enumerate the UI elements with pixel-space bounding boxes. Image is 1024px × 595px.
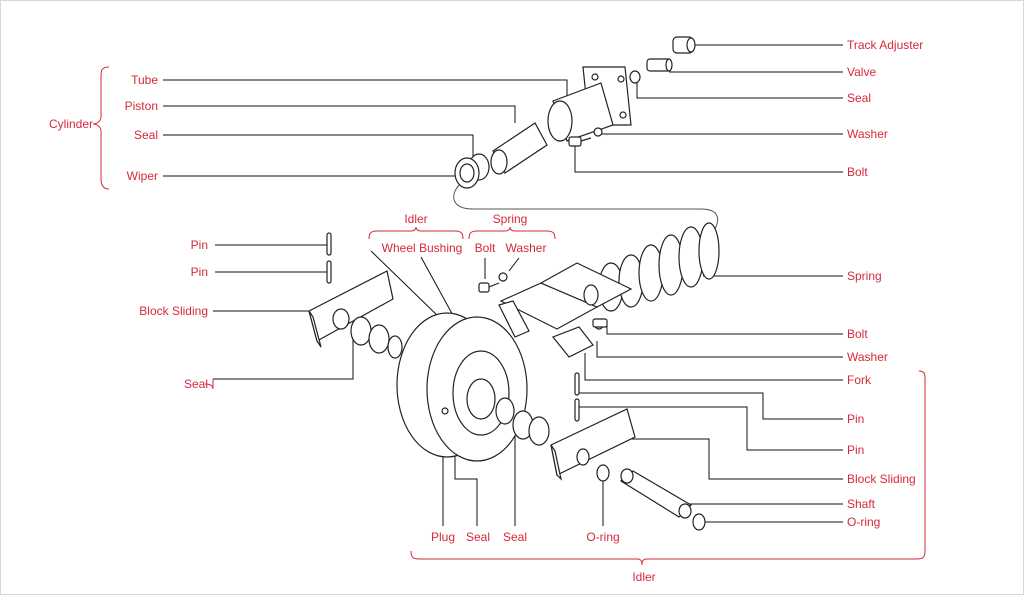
label-idler-bottom: Idler <box>632 570 655 584</box>
leader-bolt-right <box>606 325 843 335</box>
block-sliding-left-part <box>308 270 394 348</box>
leader-washer-mid <box>508 257 520 272</box>
leader-seal-cyl <box>163 134 474 157</box>
spring-part <box>598 222 720 312</box>
idler-wheel-part <box>396 312 528 462</box>
oring-right-part <box>692 513 706 531</box>
leader-pin-r1 <box>579 392 843 420</box>
piston-part <box>490 122 548 175</box>
leader-seal-top <box>636 81 843 99</box>
label-pin-1: Pin <box>191 238 208 252</box>
label-seal-b2: Seal <box>503 530 527 544</box>
seal-b2-part-2 <box>528 416 550 446</box>
valve-part <box>646 58 673 72</box>
wheel-bushing-part <box>495 397 515 425</box>
label-seal-cyl: Seal <box>134 128 158 142</box>
label-seal-b1: Seal <box>466 530 490 544</box>
leader-idler-top <box>370 250 442 320</box>
pin-2-part <box>326 260 332 284</box>
bracket-idler-bottom <box>410 370 926 566</box>
label-block-sliding-left: Block Sliding <box>139 304 208 318</box>
pin-r2-part <box>574 398 580 422</box>
leader-washer-right <box>596 341 843 358</box>
leader-tube <box>163 79 568 97</box>
leader-bolt-top <box>574 144 843 173</box>
labels: Track Adjuster Valve Seal Washer Bolt Tu… <box>49 38 923 584</box>
leader-fork <box>584 353 843 381</box>
label-seal-top: Seal <box>847 91 871 105</box>
label-wiper: Wiper <box>127 169 158 183</box>
label-washer-top: Washer <box>847 127 888 141</box>
label-piston: Piston <box>125 99 158 113</box>
seal-left-part-1 <box>350 316 372 346</box>
label-plug: Plug <box>431 530 455 544</box>
bolt-right-part <box>592 318 608 328</box>
seal-top-part <box>629 70 641 84</box>
track-adjuster-part <box>672 36 696 54</box>
oring-bottom-part <box>596 464 610 482</box>
label-seal-left: Seal <box>184 377 208 391</box>
bracket-idler-top <box>368 226 464 240</box>
label-bolt-right: Bolt <box>847 327 868 341</box>
label-pin-2: Pin <box>191 265 208 279</box>
label-track-adjuster: Track Adjuster <box>847 38 923 52</box>
label-oring-right: O-ring <box>847 515 880 529</box>
bracket-seal-left <box>204 379 214 390</box>
label-fork: Fork <box>847 373 872 387</box>
fork-part <box>498 262 633 358</box>
washer-top-part <box>593 127 603 137</box>
washer-mid-part <box>498 272 508 282</box>
pin-1-part <box>326 232 332 256</box>
tube-part <box>547 66 632 142</box>
leader-block-sliding-right <box>629 438 843 480</box>
label-washer-mid: Washer <box>506 241 547 255</box>
label-pin-r2: Pin <box>847 443 864 457</box>
bolt-mid-part <box>478 282 500 293</box>
label-washer-right: Washer <box>847 350 888 364</box>
label-cylinder: Cylinder <box>49 117 93 131</box>
pin-r1-part <box>574 372 580 396</box>
label-pin-r1: Pin <box>847 412 864 426</box>
label-bolt-mid: Bolt <box>475 241 496 255</box>
bracket-cylinder <box>92 66 110 190</box>
label-oring-bottom: O-ring <box>586 530 619 544</box>
leader-seal-left <box>213 339 354 380</box>
label-spring-top: Spring <box>493 212 528 226</box>
label-wheel-bushing: Wheel Bushing <box>382 241 463 255</box>
label-tube: Tube <box>131 73 158 87</box>
label-bolt-top: Bolt <box>847 165 868 179</box>
brackets <box>92 66 926 566</box>
block-sliding-right-part <box>550 408 636 481</box>
leader-lines <box>163 44 843 526</box>
label-idler-top: Idler <box>404 212 427 226</box>
label-spring-right: Spring <box>847 269 882 283</box>
shaft-part <box>619 468 692 519</box>
leader-pin-r2 <box>579 406 843 451</box>
bolt-top-part <box>568 136 592 147</box>
label-valve: Valve <box>847 65 876 79</box>
bracket-spring-top <box>468 226 556 240</box>
parts <box>308 36 720 531</box>
leader-piston <box>163 105 516 123</box>
label-block-sliding-right: Block Sliding <box>847 472 916 486</box>
label-shaft: Shaft <box>847 497 876 511</box>
seal-left-part-2 <box>368 324 390 354</box>
connector-curve <box>453 184 719 230</box>
